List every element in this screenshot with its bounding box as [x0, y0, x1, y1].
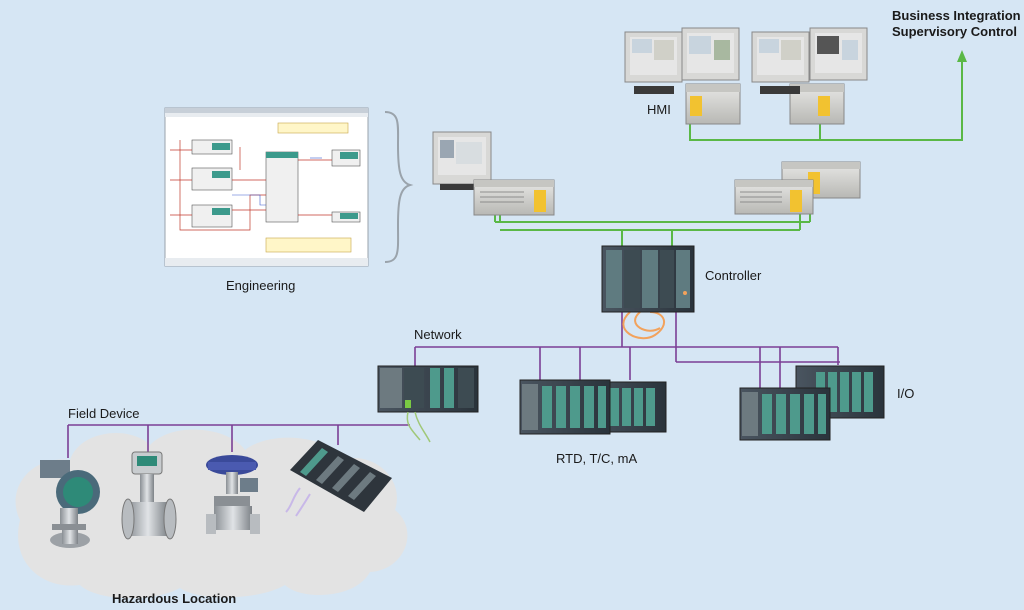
io-label: I/O [897, 386, 915, 401]
fiber-cable [622, 311, 665, 340]
hmi-station-right [751, 27, 868, 125]
arrow-up-icon [957, 50, 967, 62]
rtd-tc-ma-label: RTD, T/C, mA [556, 451, 638, 466]
engineering-brace [384, 111, 414, 263]
network-interface-module [377, 365, 479, 413]
engineering-label: Engineering [226, 278, 296, 293]
hmi-station-left [624, 27, 741, 125]
field-device-label: Field Device [68, 406, 140, 421]
network-cables [406, 411, 431, 443]
io-rack-rtd-front [519, 379, 611, 435]
hazardous-location-label: Hazardous Location [112, 591, 237, 606]
business-integration-label: Business Integration [892, 8, 1021, 23]
controller-rack [601, 245, 695, 313]
control-valve-device [206, 455, 260, 534]
controller-label: Controller [705, 268, 762, 283]
supervisory-control-label: Supervisory Control [892, 24, 1017, 39]
supervisory-bus [494, 58, 963, 248]
remote-io-module [285, 440, 392, 517]
flow-meter-device [121, 451, 177, 540]
network-bus [67, 310, 840, 458]
engineering-screenshot [164, 107, 369, 267]
network-label: Network [414, 327, 462, 342]
io-rack-front [739, 387, 831, 441]
server-stack [734, 161, 861, 215]
hmi-label: HMI [647, 102, 671, 117]
pressure-transmitter-device [40, 460, 100, 548]
engineering-station [432, 131, 555, 216]
